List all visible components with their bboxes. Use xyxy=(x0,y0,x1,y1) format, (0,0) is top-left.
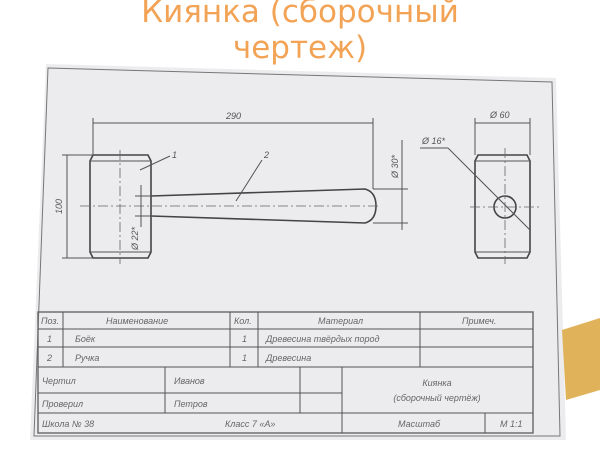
svg-text:Школа № 38: Школа № 38 xyxy=(42,419,94,429)
dimension-290-label: 290 xyxy=(225,111,241,121)
svg-text:Ручка: Ручка xyxy=(75,353,99,363)
mallet-handle xyxy=(80,188,380,224)
svg-text:Чертил: Чертил xyxy=(42,376,76,386)
slide-title-line2: чертеж) xyxy=(232,30,368,66)
dimension-290: 290 xyxy=(92,111,374,189)
part-name-subtitle: (сборочный чертёж) xyxy=(393,393,480,403)
specification-table: Поз. Наименование Кол. Материал Примеч. … xyxy=(37,311,534,434)
dimension-d30: Ø 30* xyxy=(373,140,408,230)
svg-text:Материал: Материал xyxy=(318,316,363,326)
svg-text:1: 1 xyxy=(242,334,247,344)
dimension-d60: Ø 60 xyxy=(474,110,531,155)
dimension-d16-label: Ø 16* xyxy=(421,136,446,146)
svg-text:Древесина твёрдых пород: Древесина твёрдых пород xyxy=(265,334,379,344)
svg-text:Класс 7 «А»: Класс 7 «А» xyxy=(225,419,275,429)
mallet-head-side xyxy=(470,148,540,264)
paper-sheet xyxy=(30,64,566,440)
svg-text:Примеч.: Примеч. xyxy=(462,316,496,326)
svg-text:1: 1 xyxy=(47,334,52,344)
dimension-d30-label: Ø 30* xyxy=(390,154,400,179)
svg-text:2: 2 xyxy=(46,353,52,363)
part-name: Киянка xyxy=(422,378,451,388)
svg-text:Масштаб: Масштаб xyxy=(398,419,441,429)
slide-title-line1: Киянка (сборочный xyxy=(141,0,459,30)
dimension-d60-label: Ø 60 xyxy=(489,110,510,120)
svg-text:2: 2 xyxy=(263,150,269,160)
svg-text:1: 1 xyxy=(242,353,247,363)
svg-text:Наименование: Наименование xyxy=(106,316,168,326)
svg-text:Боёк: Боёк xyxy=(75,334,96,344)
dimension-d16: Ø 16* xyxy=(420,136,531,231)
dimension-d22: Ø 22* xyxy=(130,185,151,251)
svg-text:Древесина: Древесина xyxy=(265,353,311,363)
table-row: 2 Ручка 1 Древесина xyxy=(46,353,311,363)
svg-text:Кол.: Кол. xyxy=(234,316,252,326)
dimension-d22-label: Ø 22* xyxy=(130,226,140,251)
svg-text:Иванов: Иванов xyxy=(174,376,205,386)
svg-text:1: 1 xyxy=(172,150,177,160)
svg-text:Проверил: Проверил xyxy=(42,399,83,409)
dimension-100-label: 100 xyxy=(54,199,64,214)
leader-2: 2 xyxy=(235,150,269,202)
mallet-head-front xyxy=(89,150,152,264)
leader-1: 1 xyxy=(139,150,177,171)
svg-text:Петров: Петров xyxy=(174,399,208,409)
ruler-image xyxy=(562,318,600,400)
dimension-100: 100 xyxy=(54,154,93,259)
svg-text:М 1:1: М 1:1 xyxy=(500,419,523,429)
table-row: 1 Боёк 1 Древесина твёрдых пород xyxy=(47,334,379,344)
svg-text:Поз.: Поз. xyxy=(41,316,59,326)
